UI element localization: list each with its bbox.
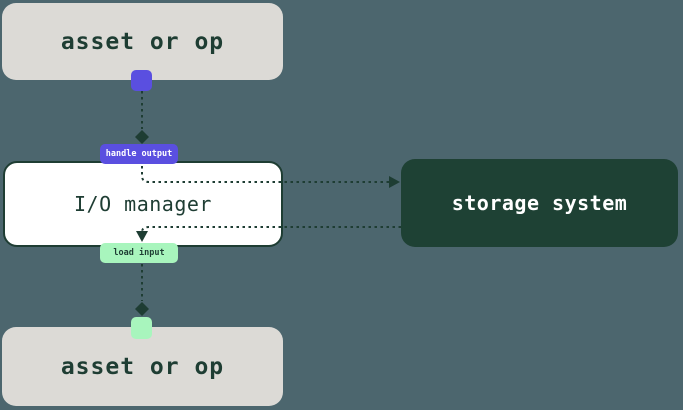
input-port-square-icon [131,317,152,339]
edge-label-load-input: load input [100,243,178,263]
edge-label-handle-output: handle output [100,144,178,164]
edge-label-text: handle output [105,149,173,159]
node-label: asset or op [60,28,225,55]
arrow-right-icon [389,176,400,188]
node-storage-system: storage system [401,159,678,247]
node-label: storage system [451,191,628,215]
connector-asset-to-handle-output [135,91,149,144]
node-io-manager: I/O manager [3,161,283,247]
diamond-icon [135,130,149,144]
output-port-square-icon [131,70,152,91]
node-asset-or-op-bottom: asset or op [2,327,283,406]
connector-load-input-to-asset [135,264,149,316]
edge-label-text: load input [113,248,165,258]
node-label: I/O manager [74,192,212,216]
node-label: asset or op [60,353,225,380]
diamond-icon [135,302,149,316]
node-asset-or-op-top: asset or op [2,3,283,80]
